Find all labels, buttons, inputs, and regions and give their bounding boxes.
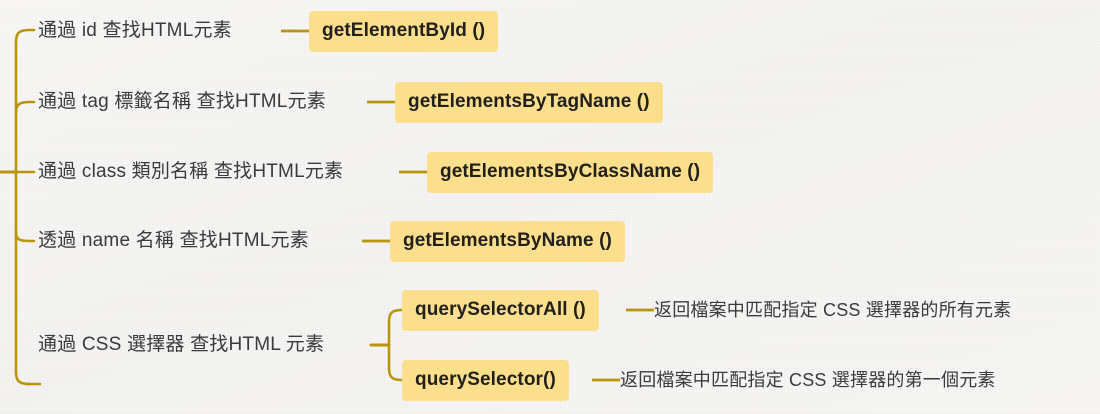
method-pill-get-element-by-id[interactable]: getElementById () [309, 11, 499, 52]
sub-brace-bottom-curl [387, 366, 404, 382]
method-pill-get-elements-by-class-name[interactable]: getElementsByClassName () [427, 152, 714, 193]
branch-tick-tag [14, 100, 36, 114]
main-brace-top-curl [14, 28, 36, 44]
sub-brace-top-curl [387, 308, 404, 324]
branch-label-by-css-selector: 通過 CSS 選擇器 查找HTML 元素 [38, 334, 325, 355]
method-pill-query-selector-all[interactable]: querySelectorAll () [402, 290, 599, 331]
method-pill-query-selector[interactable]: querySelector() [402, 360, 569, 401]
branch-label-by-tag-name: 通過 tag 標籤名稱 查找HTML元素 [38, 91, 326, 112]
branch-label-by-id: 通過 id 查找HTML元素 [38, 20, 232, 41]
method-pill-get-elements-by-name[interactable]: getElementsByName () [390, 221, 625, 262]
branch-tick-name [14, 230, 36, 243]
branch-label-by-name: 透過 name 名稱 查找HTML元素 [38, 230, 309, 251]
main-brace-bottom-curl [14, 370, 32, 386]
description-query-selector-all: 返回檔案中匹配指定 CSS 選擇器的所有元素 [654, 300, 1012, 320]
method-pill-get-elements-by-tag-name[interactable]: getElementsByTagName () [395, 82, 663, 123]
branch-label-by-class-name: 通過 class 類別名稱 查找HTML元素 [38, 161, 344, 182]
description-query-selector: 返回檔案中匹配指定 CSS 選擇器的第一個元素 [620, 370, 996, 390]
